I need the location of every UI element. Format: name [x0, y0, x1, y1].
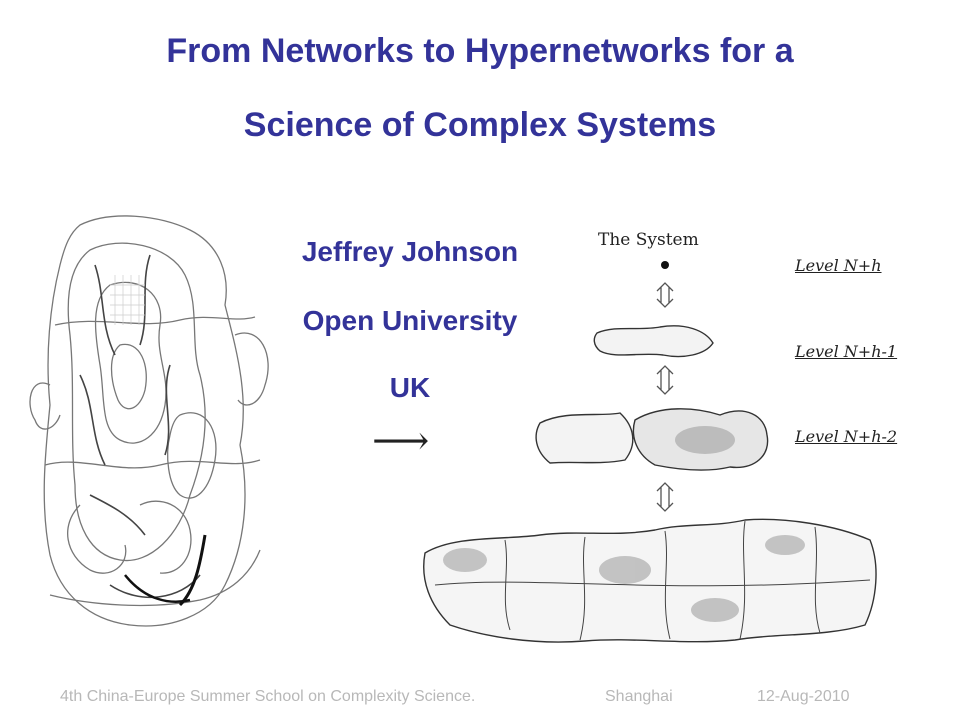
hierarchy-drawing	[423, 261, 877, 643]
footer-event: 4th China-Europe Summer School on Comple…	[60, 688, 476, 705]
level-label-bottom: Level N+h-2	[795, 427, 898, 446]
footer-location: Shanghai	[605, 688, 673, 705]
level-label-top: Level N+h	[795, 256, 882, 275]
slide-title-line-1: From Networks to Hypernetworks for a	[166, 32, 794, 70]
level-label-middle: Level N+h-1	[795, 342, 898, 361]
author-country: UK	[389, 372, 431, 403]
footer-date: 12-Aug-2010	[757, 688, 850, 705]
system-label: The System	[598, 230, 699, 250]
right-arrow-icon: ⟶	[372, 418, 430, 464]
slide-title-line-2: Science of Complex Systems	[243, 106, 717, 144]
author-affiliation: Open University	[302, 305, 518, 336]
network-drawing	[29, 215, 269, 627]
author-name: Jeffrey Johnson	[301, 236, 519, 267]
